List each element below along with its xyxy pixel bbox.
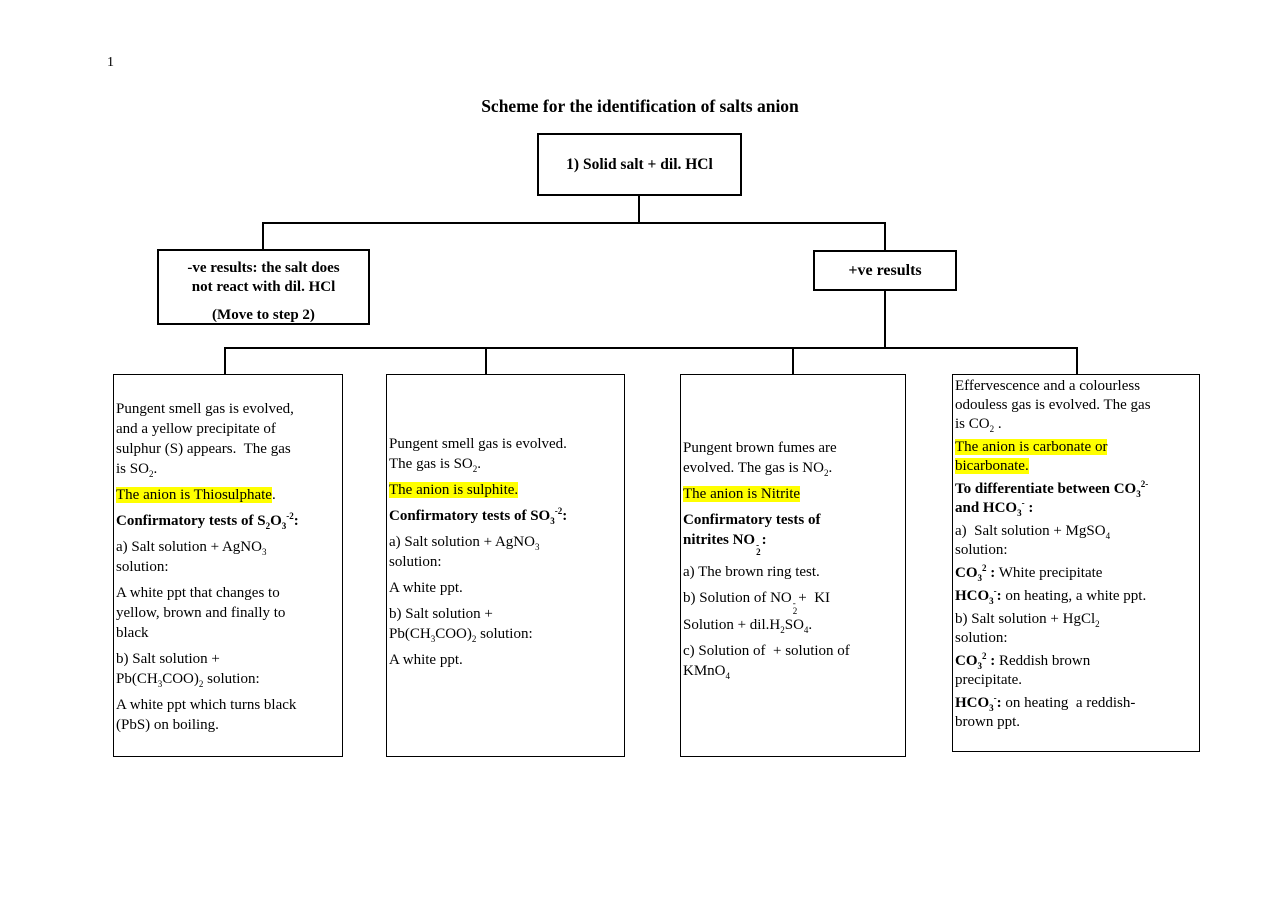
paragraph: A white ppt which turns black(PbS) on bo… xyxy=(116,695,340,735)
connector-positive-drop xyxy=(884,222,886,250)
connector-carbonate-drop xyxy=(1076,347,1078,374)
text-segment: Pungent smell gas is evolved,and a yello… xyxy=(116,401,294,479)
highlighted-text: The anion is Nitrite xyxy=(683,486,801,502)
text-segment: Confirmatory tests of SO3-2: xyxy=(389,506,568,526)
paragraph: The anion is Nitrite xyxy=(683,484,903,504)
text-segment: b) Salt solution +Pb(CH3COO)2 solution: xyxy=(389,606,533,644)
positive-result-box: +ve results xyxy=(813,250,957,291)
connector-level2-horizontal xyxy=(224,347,1077,349)
paragraph: The anion is sulphite. xyxy=(389,480,622,500)
text-segment: a) The brown ring test. xyxy=(683,564,820,581)
text-segment: HCO3-: xyxy=(955,586,1002,606)
text-segment: A white ppt. xyxy=(389,652,463,668)
text-segment: CO32 : xyxy=(955,563,996,583)
paragraph: HCO3-: on heating a reddish-brown ppt. xyxy=(955,694,1197,732)
positive-result-label: +ve results xyxy=(848,261,922,279)
connector-sulphite-drop xyxy=(485,347,487,374)
paragraph: a) The brown ring test. xyxy=(683,562,903,582)
root-box: 1) Solid salt + dil. HCl xyxy=(537,133,742,196)
highlighted-text: The anion is Thiosulphate xyxy=(116,487,272,503)
text-segment: A white ppt. xyxy=(389,580,463,596)
thiosulphate-box: Pungent smell gas is evolved,and a yello… xyxy=(113,374,343,757)
paragraph: CO32 : White precipitate xyxy=(955,564,1197,583)
connector-negative-drop xyxy=(262,222,264,249)
highlighted-text: The anion is sulphite. xyxy=(389,482,519,498)
paragraph: Confirmatory tests of SO3-2: xyxy=(389,506,622,526)
connector-level1-horizontal xyxy=(262,222,885,224)
paragraph: Pungent smell gas is evolved.The gas is … xyxy=(389,434,622,474)
connector-positive-stem xyxy=(884,291,886,348)
text-segment: A white ppt which turns black(PbS) on bo… xyxy=(116,697,297,733)
paragraph: To differentiate between CO32-and HCO3- … xyxy=(955,480,1197,518)
text-segment: CO32 : xyxy=(955,651,996,671)
paragraph: A white ppt. xyxy=(389,578,622,598)
paragraph: b) Salt solution +Pb(CH3COO)2 solution: xyxy=(389,604,622,644)
text-segment: To differentiate between CO32-and HCO3- … xyxy=(955,479,1149,518)
paragraph: Pungent smell gas is evolved,and a yello… xyxy=(116,399,340,479)
text-segment: b) Salt solution +Pb(CH3COO)2 solution: xyxy=(116,651,260,689)
root-box-label: 1) Solid salt + dil. HCl xyxy=(566,155,713,173)
paragraph: (Move to step 2) xyxy=(159,306,368,325)
paragraph: b) Salt solution +Pb(CH3COO)2 solution: xyxy=(116,649,340,689)
sulphite-box: Pungent smell gas is evolved.The gas is … xyxy=(386,374,625,757)
text-segment: . xyxy=(271,487,276,503)
text-segment: on heating a reddish-brown ppt. xyxy=(955,695,1136,730)
page-number: 1 xyxy=(107,55,114,70)
text-segment: on heating, a white ppt. xyxy=(1001,588,1147,604)
connector-root-stem xyxy=(638,196,640,223)
connector-nitrite-drop xyxy=(792,347,794,374)
text-segment: Confirmatory tests of S2O3-2: xyxy=(116,511,299,531)
text-segment: (Move to step 2) xyxy=(212,307,315,323)
text-segment: White precipitate xyxy=(995,565,1103,581)
connector-thiosulphate-drop xyxy=(224,347,226,374)
paragraph: The anion is Thiosulphate. xyxy=(116,485,340,505)
paragraph: A white ppt. xyxy=(389,650,622,670)
paragraph: Confirmatory tests of S2O3-2: xyxy=(116,511,340,531)
page-title: Scheme for the identification of salts a… xyxy=(481,96,799,116)
paragraph: HCO3-: on heating, a white ppt. xyxy=(955,587,1197,606)
text-segment: HCO3-: xyxy=(955,693,1002,713)
text-segment: Pungent smell gas is evolved.The gas is … xyxy=(389,436,567,474)
